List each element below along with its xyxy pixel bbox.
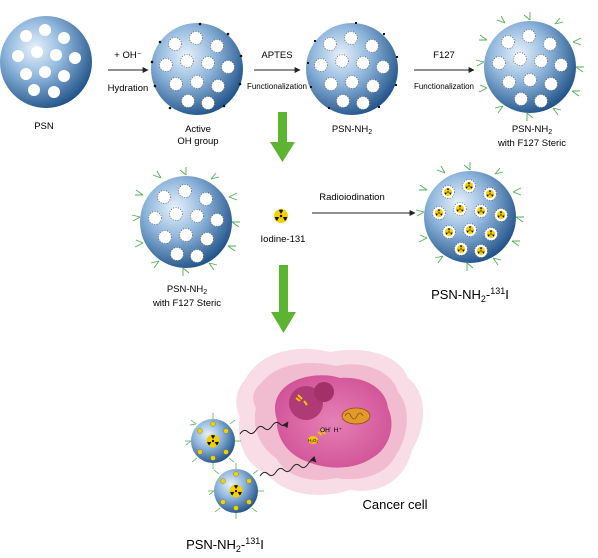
mitochondrion bbox=[341, 407, 371, 425]
label-f127: F127 bbox=[433, 50, 455, 61]
psn-nh2-f127-particle-mid bbox=[131, 167, 240, 276]
label-hydration: Hydration bbox=[108, 83, 149, 94]
psn-nh2-particle bbox=[306, 22, 398, 115]
label-with-f127-steric: with F127 Steric bbox=[497, 138, 566, 149]
iodine-131-symbol bbox=[274, 209, 288, 223]
label-active: Active bbox=[185, 124, 211, 135]
label-plus-oh: + OH⁻ bbox=[114, 50, 141, 61]
label-psn: PSN bbox=[34, 121, 54, 132]
label-aptes: APTES bbox=[261, 50, 292, 61]
radiation-wave-1 bbox=[239, 421, 289, 435]
label-oh-group: OH group bbox=[177, 136, 218, 147]
label-oh-h: OH˙ H⁺ bbox=[320, 426, 342, 434]
label-psn-nh2-b: PSN-NH2 bbox=[512, 124, 552, 136]
psn-nh2-i131-particle bbox=[415, 162, 524, 271]
psn-particle bbox=[0, 16, 92, 108]
psn-nh2-f127-particle-top bbox=[475, 12, 584, 121]
label-product: PSN-NH2-131I bbox=[431, 286, 509, 304]
radiation-wave-2 bbox=[259, 456, 317, 477]
label-iodine-131: Iodine-131 bbox=[261, 234, 306, 245]
cancer-cell: OH˙ H⁺ H₂O₂ bbox=[236, 348, 424, 495]
label-functionalization-2: Functionalization bbox=[414, 82, 474, 91]
label-psn-nh2-a: PSN-NH2 bbox=[332, 124, 372, 136]
label-with-f127-steric-2: with F127 Steric bbox=[152, 298, 221, 309]
green-arrow-down-1 bbox=[270, 112, 295, 162]
small-particle-2 bbox=[208, 463, 264, 519]
green-arrow-down-2 bbox=[271, 265, 296, 333]
label-psn-nh2-c: PSN-NH2 bbox=[167, 284, 207, 296]
label-radioiodination: Radioiodination bbox=[319, 192, 385, 203]
label-h2o2: H₂O₂ bbox=[308, 438, 318, 443]
small-particle-1 bbox=[185, 413, 241, 469]
active-oh-particle bbox=[150, 22, 243, 115]
label-cancer-cell: Cancer cell bbox=[362, 497, 427, 512]
label-functionalization-1: Functionalization bbox=[247, 82, 307, 91]
label-bottom-product: PSN-NH2-131I bbox=[186, 536, 264, 554]
